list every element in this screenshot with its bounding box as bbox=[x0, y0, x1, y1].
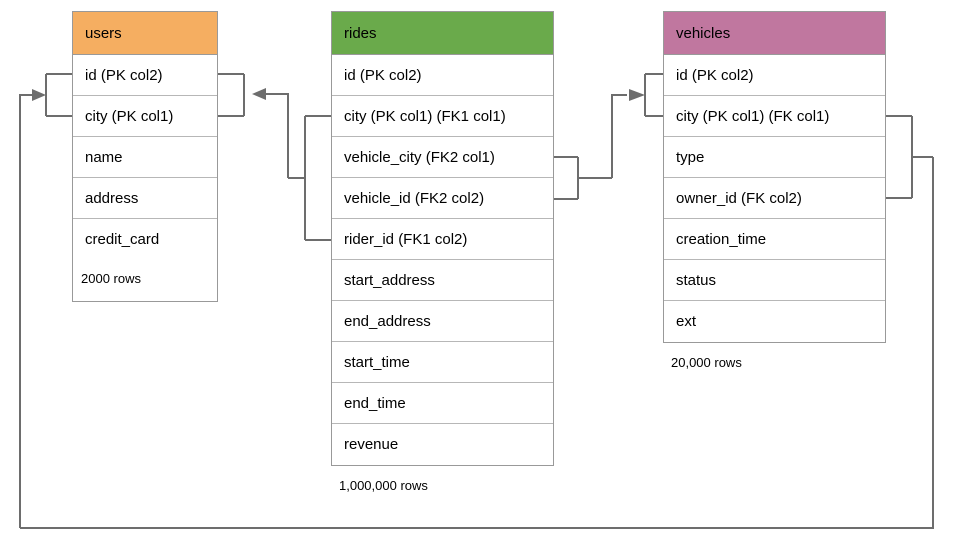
table-users-column-address[interactable]: address bbox=[73, 178, 217, 219]
table-vehicles-column-type[interactable]: type bbox=[664, 137, 885, 178]
arrowhead-rides-to-users bbox=[252, 88, 266, 100]
table-users-column-credit-card[interactable]: credit_card bbox=[85, 231, 160, 248]
table-users-row-count: 2000 rows bbox=[81, 271, 141, 286]
table-users-column-name[interactable]: name bbox=[73, 137, 217, 178]
table-rides-row-count: 1,000,000 rows bbox=[339, 478, 428, 493]
table-vehicles-column-creation-time[interactable]: creation_time bbox=[664, 219, 885, 260]
table-rides-column-vehicle-city[interactable]: vehicle_city (FK2 col1) bbox=[332, 137, 553, 178]
table-vehicles-column-owner-id[interactable]: owner_id (FK col2) bbox=[664, 178, 885, 219]
table-users-column-id[interactable]: id (PK col2) bbox=[73, 55, 217, 96]
table-rides-title: rides bbox=[332, 12, 553, 55]
table-rides-column-city[interactable]: city (PK col1) (FK1 col1) bbox=[332, 96, 553, 137]
table-vehicles-column-city[interactable]: city (PK col1) (FK col1) bbox=[664, 96, 885, 137]
table-users[interactable]: users id (PK col2) city (PK col1) name a… bbox=[72, 11, 218, 302]
table-rides-column-end-time[interactable]: end_time bbox=[332, 383, 553, 424]
table-vehicles-column-ext[interactable]: ext bbox=[676, 313, 697, 330]
table-rides-column-rider-id[interactable]: rider_id (FK1 col2) bbox=[332, 219, 553, 260]
table-users-column-city[interactable]: city (PK col1) bbox=[73, 96, 217, 137]
connector-rides-to-users-path bbox=[266, 93, 289, 178]
connector-rides-to-vehicles-path bbox=[611, 94, 627, 178]
table-rides-column-end-address[interactable]: end_address bbox=[332, 301, 553, 342]
table-vehicles-title: vehicles bbox=[664, 12, 885, 55]
table-vehicles-column-id[interactable]: id (PK col2) bbox=[664, 55, 885, 96]
table-rides-column-start-address[interactable]: start_address bbox=[332, 260, 553, 301]
connector-vehicles-to-users-path bbox=[19, 94, 34, 528]
table-vehicles[interactable]: vehicles id (PK col2) city (PK col1) (FK… bbox=[663, 11, 886, 343]
table-rides-column-start-time[interactable]: start_time bbox=[332, 342, 553, 383]
table-users-title: users bbox=[73, 12, 217, 55]
table-rides[interactable]: rides id (PK col2) city (PK col1) (FK1 c… bbox=[331, 11, 554, 466]
table-rides-column-revenue[interactable]: revenue bbox=[344, 436, 399, 453]
arrowhead-rides-to-vehicles bbox=[629, 89, 645, 101]
table-rides-column-vehicle-id[interactable]: vehicle_id (FK2 col2) bbox=[332, 178, 553, 219]
table-vehicles-row-count: 20,000 rows bbox=[671, 355, 742, 370]
table-rides-column-id[interactable]: id (PK col2) bbox=[332, 55, 553, 96]
arrowhead-vehicles-to-users bbox=[32, 89, 46, 101]
table-vehicles-column-status[interactable]: status bbox=[664, 260, 885, 301]
